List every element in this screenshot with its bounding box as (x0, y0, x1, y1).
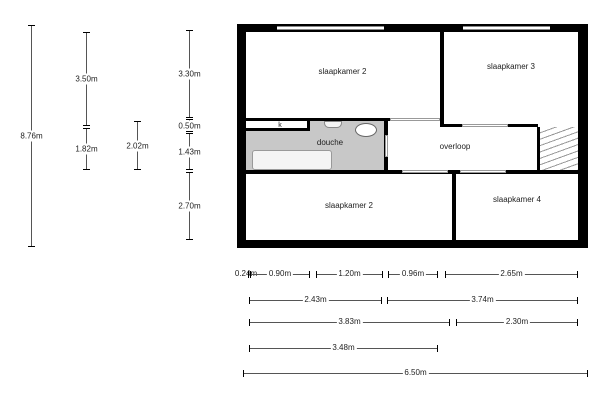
dimension-label: 2.43m (302, 295, 329, 304)
dimension-line: 0.24m (232, 269, 260, 278)
door[interactable] (402, 170, 448, 173)
dimension-label: 0.50m (178, 120, 201, 131)
room-label: douche (316, 138, 344, 147)
dimension-label: 1.43m (178, 146, 201, 157)
dimension-label: 2.70m (178, 200, 201, 212)
dimension-line: 2.43m (249, 295, 382, 304)
dimension-line: 1.20m (316, 269, 383, 278)
dimension-label: 3.74m (469, 295, 496, 304)
dimension-label: 0.90m (266, 269, 294, 278)
wall-interior (452, 170, 456, 242)
dimension-label: 6.50m (402, 368, 429, 377)
dimension-label: 0.24m (232, 269, 260, 278)
dimension-label: 1.20m (336, 269, 363, 278)
dimension-line: 0.50m (178, 119, 201, 132)
dimension-label: 2.30m (503, 317, 531, 326)
dimension-line: 3.74m (387, 295, 578, 304)
room-label: slaapkamer 2 (324, 201, 374, 210)
dimension-line: 0.90m (250, 269, 310, 278)
room-label: slaapkamer 3 (486, 62, 536, 71)
dimension-line: 0.96m (388, 269, 438, 278)
window (463, 26, 550, 30)
bathtub-icon (252, 150, 332, 170)
window (277, 26, 384, 30)
toilet-icon (355, 123, 377, 137)
dimension-label: 3.48m (330, 343, 357, 352)
door[interactable] (460, 170, 506, 173)
door[interactable] (385, 135, 388, 157)
dimension-label: 3.83m (336, 317, 363, 326)
wall-top (237, 24, 588, 32)
room-label: slaapkamer 4 (492, 195, 542, 204)
sink-icon (324, 121, 342, 128)
room-label: overloop (439, 142, 471, 151)
door[interactable] (390, 118, 440, 121)
wall-right (578, 24, 588, 248)
dimension-label: 3.50m (75, 73, 98, 85)
dimension-line: 2.70m (178, 172, 201, 240)
dimension-label: 3.30m (178, 68, 201, 80)
dimension-line: 3.48m (249, 343, 438, 352)
dimension-label: 0.96m (399, 269, 427, 278)
dimension-line: 8.76m (20, 25, 43, 247)
dimension-line: 3.50m (75, 32, 98, 126)
dimension-line: 2.65m (445, 269, 578, 278)
room-label: k (278, 122, 282, 129)
dimension-label: 2.65m (498, 269, 525, 278)
room-label: slaapkamer 2 (318, 67, 367, 76)
dimension-label: 1.82m (75, 143, 98, 155)
closet (246, 121, 310, 131)
wall-bottom (237, 240, 588, 248)
dimension-line: 3.30m (178, 30, 201, 118)
dimension-line: 1.82m (75, 128, 98, 170)
dimension-label: 8.76m (20, 130, 43, 142)
dimension-line: 3.83m (249, 317, 450, 326)
dimension-line: 6.50m (243, 368, 588, 377)
stairs-icon (537, 127, 578, 170)
wall-interior (245, 118, 442, 121)
dimension-line: 2.30m (456, 317, 578, 326)
dimension-line: 2.02m (126, 121, 149, 170)
dimension-line: 1.43m (178, 133, 201, 170)
wall-left (237, 24, 246, 248)
wall-interior (440, 28, 444, 127)
dimension-label: 2.02m (126, 140, 149, 151)
door[interactable] (462, 124, 508, 127)
